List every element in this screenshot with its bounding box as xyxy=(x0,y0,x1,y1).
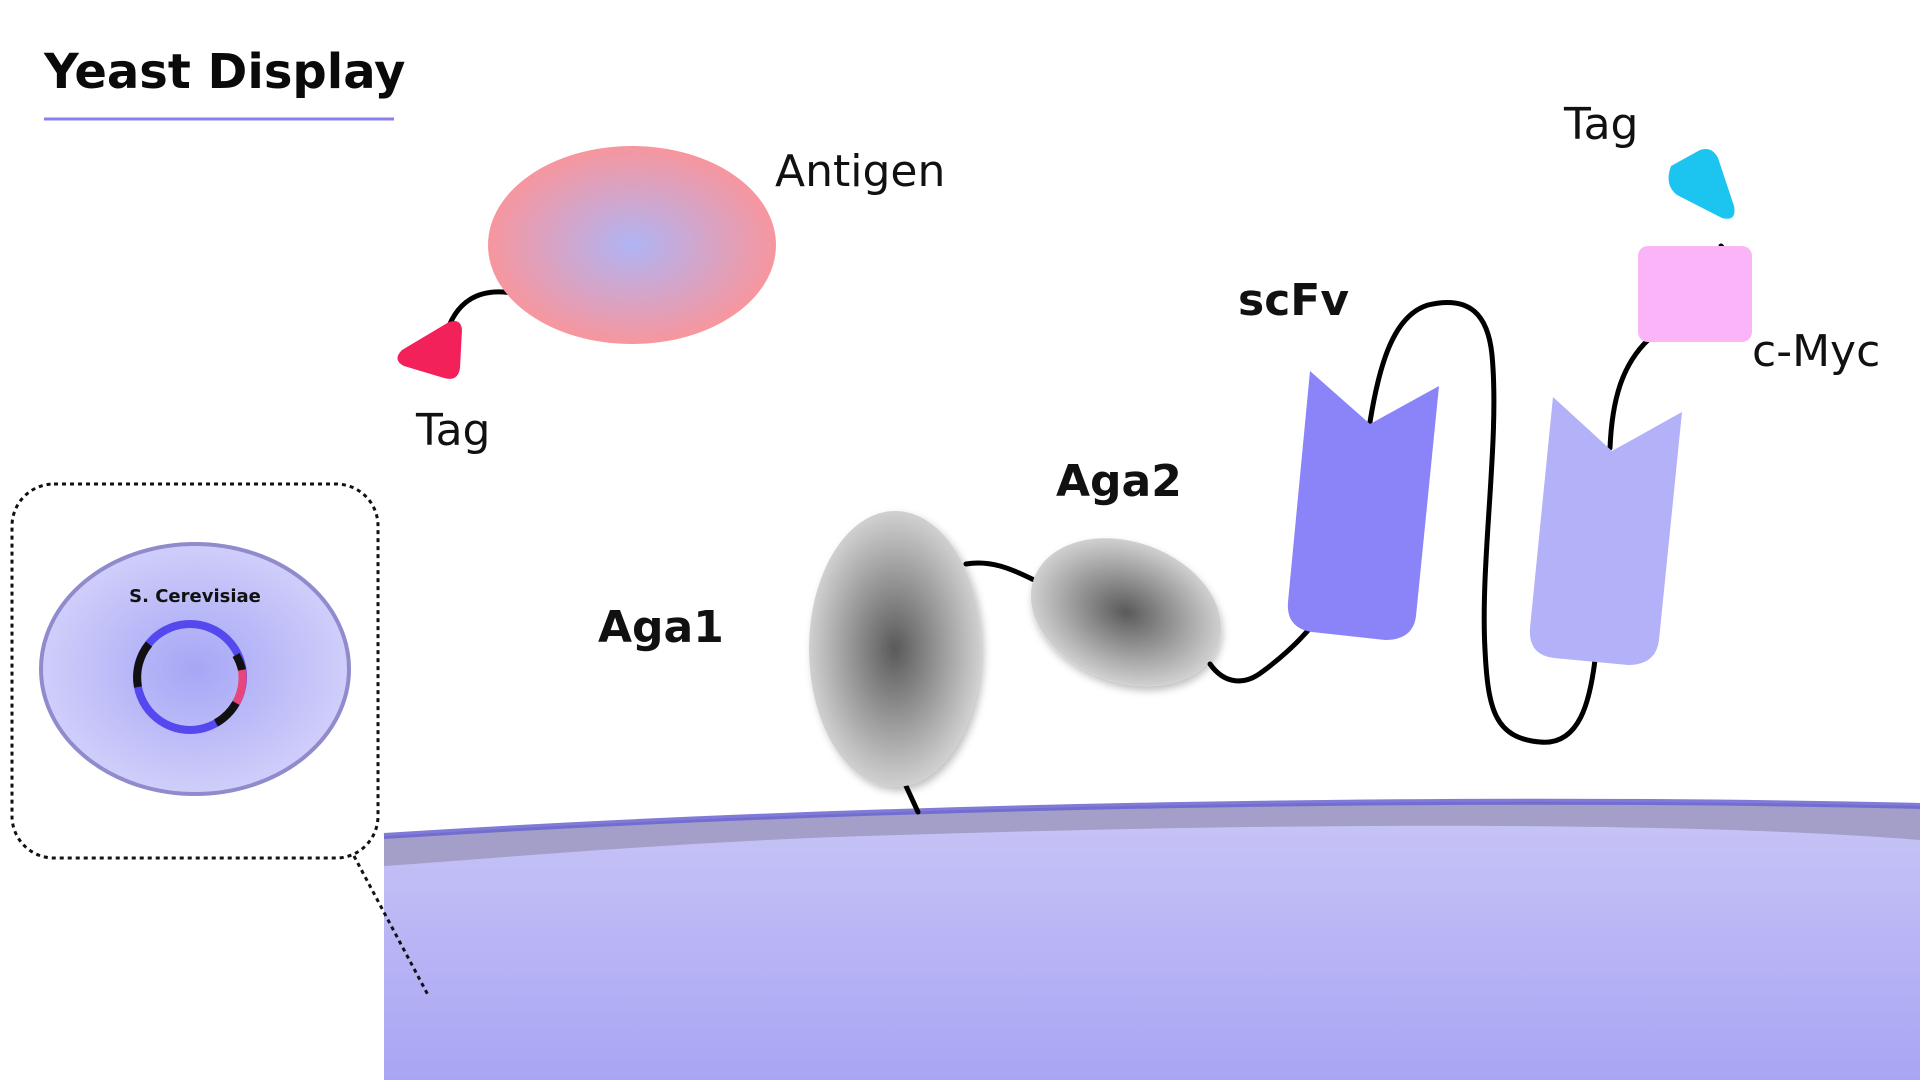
plasmid-black-segment-2 xyxy=(232,652,246,672)
page-title: Yeast Display xyxy=(43,44,405,100)
aga2-label: Aga2 xyxy=(1056,456,1182,507)
scfv-group: scFv xyxy=(1207,243,1740,745)
aga1-aga2-linker xyxy=(963,560,1037,583)
scfv-light-domain xyxy=(1529,397,1682,665)
cell-surface xyxy=(383,798,1920,1080)
cmyc-group: c-Myc xyxy=(1638,246,1880,377)
scfv-inter-domain-linker xyxy=(1367,299,1598,745)
plasmid-black-segment-1 xyxy=(133,641,153,688)
antigen-tag-icon xyxy=(397,321,462,379)
aga1-anchor-line xyxy=(903,783,921,815)
plasmid-marker-segment xyxy=(232,669,247,705)
yeast-cell xyxy=(39,542,351,796)
aga2-protein xyxy=(1030,538,1222,686)
aga1-label: Aga1 xyxy=(598,602,724,653)
scfv-tag-icon xyxy=(1668,149,1735,219)
cmyc-label: c-Myc xyxy=(1752,326,1880,377)
cell-wall-body xyxy=(384,820,1920,1080)
aga1-group: Aga1 xyxy=(598,511,981,815)
plasmid-icon xyxy=(133,620,247,734)
scfv-tag-label: Tag xyxy=(1563,99,1639,150)
cell-label: S. Cerevisiae xyxy=(129,586,261,607)
scfv-tag-group: Tag xyxy=(1563,99,1735,219)
antigen-tag-label: Tag xyxy=(415,405,491,456)
scfv-label: scFv xyxy=(1238,275,1349,326)
antigen-group: Antigen Tag xyxy=(397,146,945,456)
membrane-outer-line xyxy=(383,798,1920,839)
inset-connector xyxy=(352,855,430,996)
cmyc-linker xyxy=(1607,337,1651,451)
aga1-protein xyxy=(809,511,981,787)
antigen-label: Antigen xyxy=(775,146,945,197)
cmyc-icon xyxy=(1638,246,1752,342)
antigen-body xyxy=(488,146,776,344)
aga2-scfv-linker xyxy=(1207,625,1313,684)
plasmid-black-segment-3 xyxy=(213,700,240,727)
scfv-heavy-domain xyxy=(1287,371,1439,640)
inset-panel: S. Cerevisiae xyxy=(10,482,430,996)
aga2-group: Aga2 xyxy=(963,456,1222,686)
